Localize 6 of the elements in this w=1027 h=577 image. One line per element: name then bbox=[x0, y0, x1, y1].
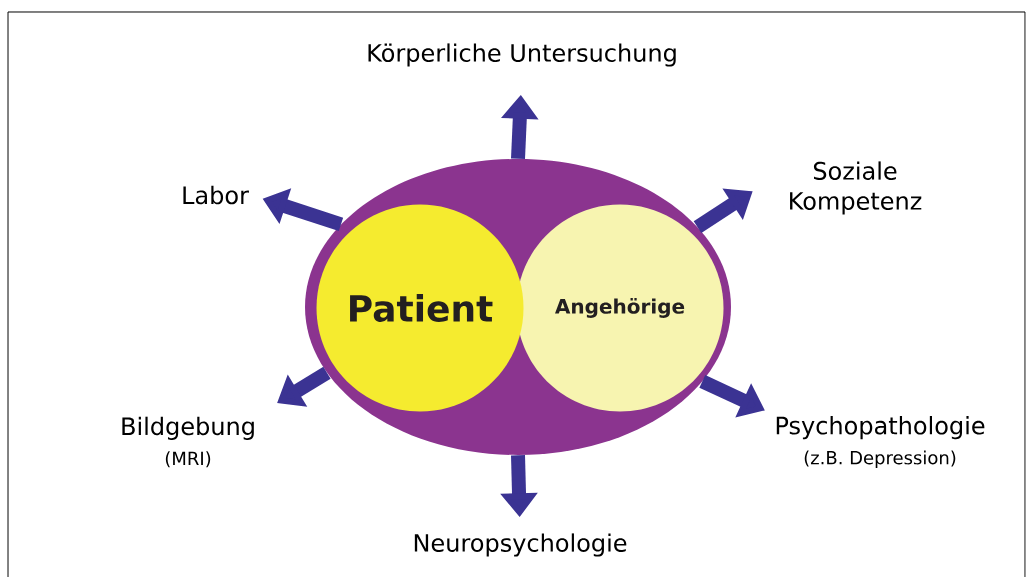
label-text: Psychopathologie (z.B. Depression) bbox=[776, 416, 985, 468]
label-text: Bildgebung (MRI) bbox=[122, 416, 254, 468]
label-text: Körperliche Untersuchung bbox=[368, 43, 676, 67]
label-text: Labor bbox=[183, 185, 249, 205]
label-text: Soziale Kompetenz bbox=[790, 161, 922, 215]
label-text: Neuropsychologie bbox=[414, 533, 627, 557]
